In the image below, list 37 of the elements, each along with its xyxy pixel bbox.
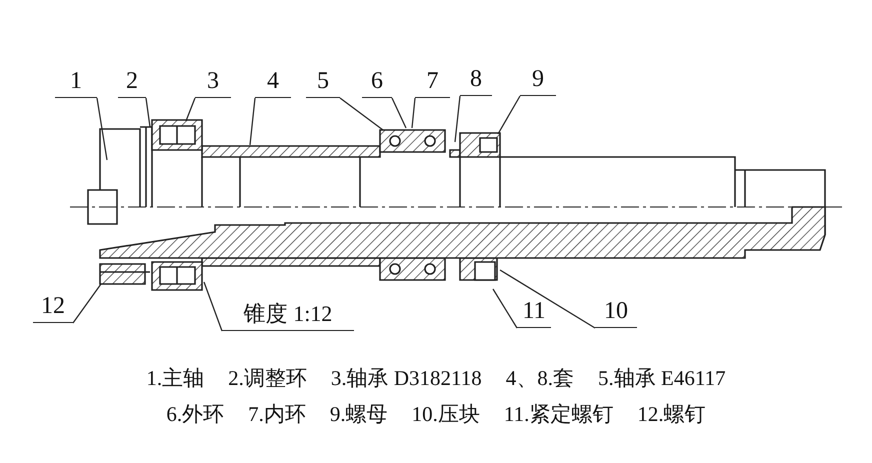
- leader-line: [340, 98, 384, 130]
- callout-number: 6: [362, 65, 392, 98]
- part-legend-entry: 7.内环: [248, 401, 306, 428]
- part-legend-entry: 2.调整环: [228, 365, 307, 392]
- leader-line: [500, 269, 596, 329]
- leader-line: [185, 98, 196, 122]
- callout-number: 3: [195, 65, 231, 98]
- callout-number: 7: [415, 65, 450, 98]
- callout-number: 5: [306, 65, 340, 98]
- leader-line: [492, 288, 518, 328]
- callout-number: 9: [520, 63, 556, 96]
- callout-number: 2: [118, 65, 146, 98]
- part-legend-entry: 1.主轴: [146, 365, 204, 392]
- callout-number: 8: [460, 63, 492, 96]
- part-legend-entry: 9.螺母: [330, 401, 388, 428]
- leader-line: [411, 98, 416, 128]
- part-legend-entry: 6.外环: [166, 401, 224, 428]
- callout-number: 4: [255, 65, 291, 98]
- leader-line: [145, 98, 151, 128]
- part-legend-entry: 3.轴承 D3182118: [330, 365, 482, 392]
- leader-line: [454, 96, 461, 142]
- leader-line: [497, 96, 521, 134]
- callout-number: 12: [33, 290, 73, 323]
- callout-number: 10: [595, 295, 637, 328]
- callout-number: 11: [517, 295, 551, 328]
- leader-line: [203, 282, 223, 332]
- callout-number: 1: [55, 65, 97, 98]
- taper-note: 锥度 1:12: [222, 298, 354, 331]
- part-legend-entry: 10.压块: [412, 401, 480, 428]
- part-legend-entry: 11.紧定螺钉: [504, 401, 614, 428]
- leader-line: [391, 98, 407, 128]
- part-legend-entry: 12.螺钉: [637, 401, 706, 428]
- leader-line: [249, 98, 256, 146]
- leader-line: [96, 98, 108, 160]
- part-legend-entry: 5.轴承 E46117: [598, 365, 726, 392]
- part-legend-entry: 4、8.套: [506, 365, 574, 392]
- leader-line: [72, 284, 102, 324]
